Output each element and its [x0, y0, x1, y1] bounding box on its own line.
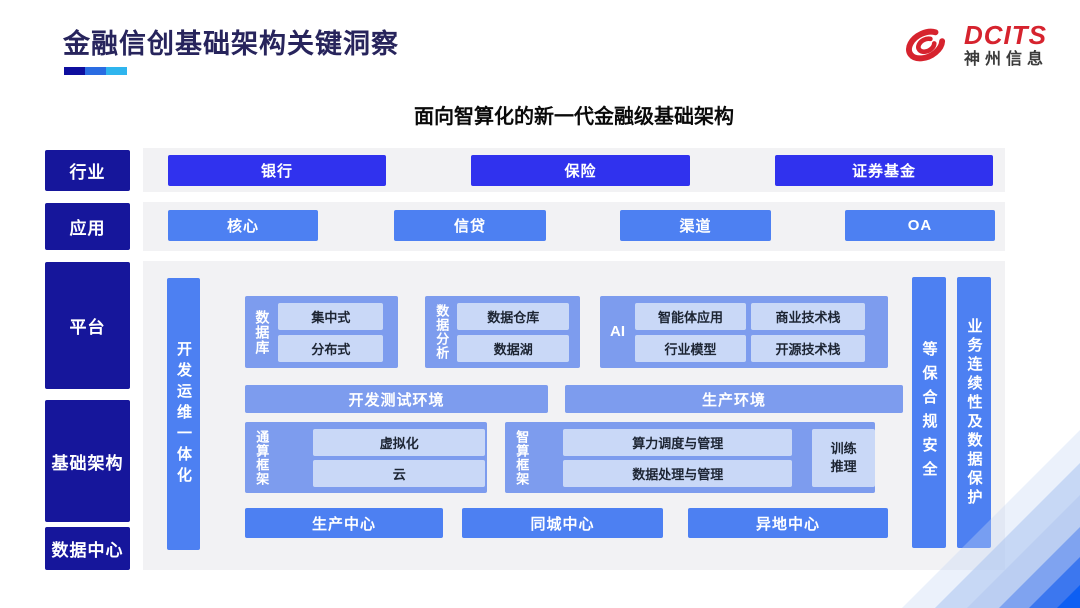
ai-item-industry-models: 行业模型: [635, 334, 746, 362]
intelligent-compute-group: 智算框架 算力调度与管理 数据处理与管理 训练 推理: [505, 422, 875, 493]
logo-brand: DCITS: [963, 20, 1047, 50]
center-samecity: 同城中心: [462, 508, 663, 538]
ai-item-agent-apps: 智能体应用: [635, 302, 746, 330]
ai-item-opensource-stack: 开源技术栈: [751, 334, 865, 362]
devops-bar: 开发运维一体化: [167, 278, 200, 550]
industry-block-securities: 证券基金: [775, 155, 993, 186]
sidebar-label-infrastructure: 基础架构: [45, 400, 130, 522]
center-production: 生产中心: [245, 508, 443, 538]
ai-group: AI 智能体应用 商业技术栈 行业模型 开源技术栈: [600, 296, 888, 368]
ai-group-label: AI: [610, 322, 625, 340]
training-inference-box: 训练 推理: [812, 428, 875, 487]
database-group-label: 数据库: [254, 309, 271, 355]
business-continuity-label: 业务连续性及数据保护: [965, 317, 983, 508]
industry-block-insurance: 保险: [471, 155, 690, 186]
app-block-credit: 信贷: [394, 210, 546, 241]
intelligent-compute-item-dataprocessing: 数据处理与管理: [563, 459, 793, 487]
security-compliance-bar: 等保合规安全: [912, 277, 946, 548]
analytics-item-warehouse: 数据仓库: [457, 302, 570, 330]
analytics-group-label: 数据分析: [434, 304, 450, 360]
general-compute-group: 通算框架 虚拟化 云: [245, 422, 487, 493]
center-remote: 异地中心: [688, 508, 888, 538]
intelligent-compute-label: 智算框架: [514, 429, 530, 486]
analytics-items: 数据仓库 数据湖: [457, 302, 570, 362]
sidebar-label-platform: 平台: [45, 262, 130, 389]
database-group: 数据库 集中式 分布式: [245, 296, 398, 368]
app-block-channel: 渠道: [620, 210, 771, 241]
page-title: 金融信创基础架构关键洞察: [63, 29, 399, 59]
sidebar-label-application: 应用: [45, 203, 130, 250]
accent-segment-dark: [64, 67, 85, 75]
title-accent-bar: [64, 67, 127, 75]
sidebar-label-datacenter: 数据中心: [45, 527, 130, 570]
accent-segment-mid: [85, 67, 106, 75]
accent-segment-light: [106, 67, 127, 75]
diagram-title: 面向智算化的新一代金融级基础架构: [414, 106, 734, 128]
intelligent-compute-item-scheduling: 算力调度与管理: [563, 428, 793, 456]
logo-company: 神州信息: [963, 51, 1048, 68]
dev-test-env-bar: 开发测试环境: [245, 385, 548, 413]
ai-item-commercial-stack: 商业技术栈: [751, 302, 865, 330]
analytics-item-lake: 数据湖: [457, 334, 570, 362]
business-continuity-bar: 业务连续性及数据保护: [957, 277, 991, 548]
app-block-core: 核心: [168, 210, 318, 241]
logo-text: DCITS 神州信息: [964, 22, 1048, 68]
app-block-oa: OA: [845, 210, 995, 241]
general-compute-item-cloud: 云: [313, 459, 486, 487]
dcits-swirl-icon: [906, 28, 946, 62]
general-compute-items: 虚拟化 云: [313, 428, 486, 487]
sidebar-label-industry: 行业: [45, 150, 130, 191]
ai-items: 智能体应用 商业技术栈 行业模型 开源技术栈: [635, 302, 865, 362]
devops-bar-label: 开发运维一体化: [175, 340, 192, 488]
security-compliance-label: 等保合规安全: [920, 340, 938, 485]
database-item-distributed: 分布式: [278, 334, 384, 362]
general-compute-item-virtualization: 虚拟化: [313, 428, 486, 456]
industry-block-bank: 银行: [168, 155, 386, 186]
analytics-group: 数据分析 数据仓库 数据湖: [425, 296, 580, 368]
database-items: 集中式 分布式: [278, 302, 384, 362]
logo: DCITS 神州信息: [897, 18, 1048, 72]
production-env-bar: 生产环境: [565, 385, 903, 413]
general-compute-label: 通算框架: [254, 429, 270, 486]
database-item-centralized: 集中式: [278, 302, 384, 330]
intelligent-compute-items: 算力调度与管理 数据处理与管理: [563, 428, 793, 487]
